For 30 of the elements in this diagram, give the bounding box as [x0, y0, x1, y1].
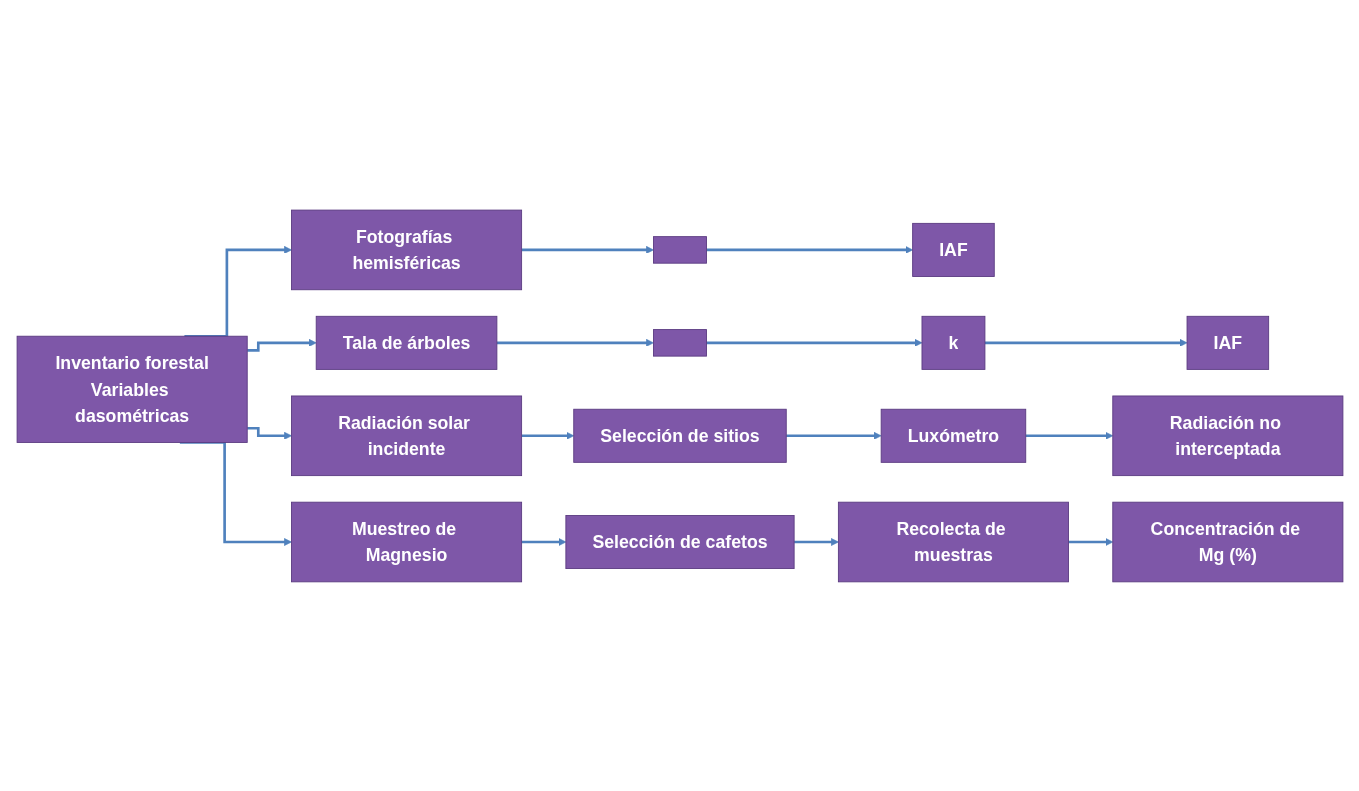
node-box: Tala de árboles — [315, 315, 497, 370]
arrow — [521, 537, 566, 546]
arrow — [785, 431, 881, 440]
arrow — [706, 245, 913, 254]
arrow — [793, 537, 839, 546]
arrow — [496, 338, 654, 347]
node-box: Inventario forestal Variables dasométricas — [16, 335, 248, 443]
node-box: Radiación no interceptada — [1111, 395, 1343, 476]
arrow — [706, 338, 922, 347]
node-box: k — [921, 315, 985, 370]
node-box: Radiación solar incidente — [290, 395, 522, 476]
node-box: Luxómetro — [880, 408, 1026, 463]
arrow — [246, 426, 292, 440]
arrow — [521, 431, 574, 440]
node-box: Muestreo de Magnesio — [290, 501, 522, 582]
node-box: Selección de sitios — [572, 408, 787, 463]
arrow — [179, 440, 292, 546]
arrow — [984, 338, 1187, 347]
arrow — [1025, 431, 1113, 440]
node-box: Concentración de Mg (%) — [1111, 501, 1343, 582]
arrow — [246, 338, 317, 352]
arrow — [521, 245, 654, 254]
node-box — [652, 328, 707, 357]
node-box: Recolecta de muestras — [837, 501, 1069, 582]
arrow — [1068, 537, 1113, 546]
node-box: IAF — [911, 222, 995, 277]
node-box: Fotografías hemisféricas — [290, 209, 522, 290]
node-box: IAF — [1186, 315, 1269, 370]
node-box — [652, 235, 707, 264]
node-box: Selección de cafetos — [564, 514, 795, 569]
